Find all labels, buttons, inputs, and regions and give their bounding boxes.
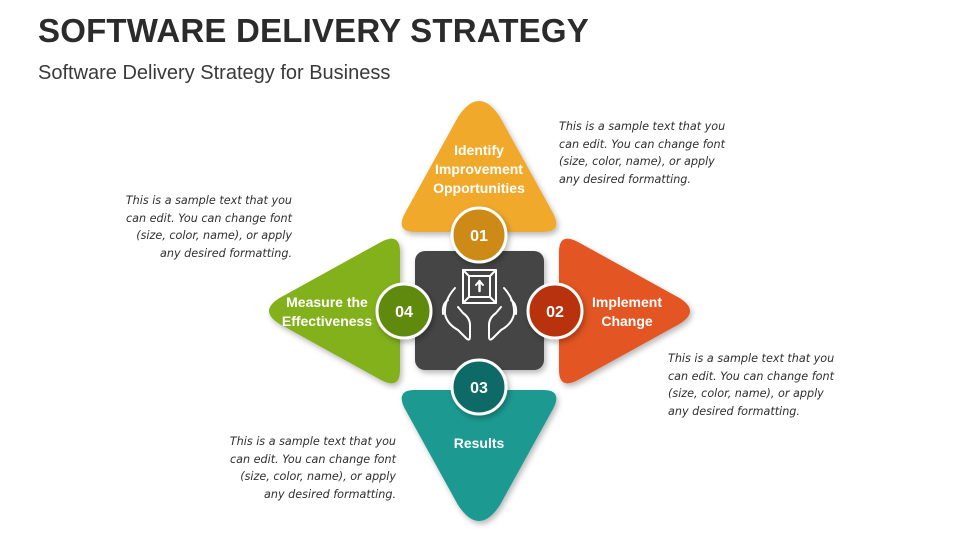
identify-note: This is a sample text that you can edit.… [559,120,726,186]
identify-label: Identify Improvement Opportunities [433,142,525,196]
results-label: Results [453,435,505,451]
measure-note: This is a sample text that you can edit.… [125,194,292,260]
results-number-circle [450,358,508,416]
implement-number-circle [526,282,584,340]
measure-shape [269,238,400,384]
hands-holding-box-icon [441,269,518,341]
implement-label: Implement Change [591,294,662,329]
identify-shape [401,101,557,232]
identify-number-circle [450,206,508,264]
identify-number: 01 [470,228,488,245]
measure-label: Measure the Effectiveness [281,294,373,329]
implement-number: 02 [546,304,564,321]
results-number: 03 [470,380,488,397]
implement-shape [559,238,690,384]
center-box [415,251,544,370]
measure-number: 04 [395,304,413,321]
implement-note: This is a sample text that you can edit.… [668,352,835,418]
results-note: This is a sample text that you can edit.… [229,435,396,501]
measure-number-circle [375,282,433,340]
results-shape [401,390,557,521]
page-title: SOFTWARE DELIVERY STRATEGY [38,12,589,49]
page-subtitle: Software Delivery Strategy for Business [38,62,391,84]
